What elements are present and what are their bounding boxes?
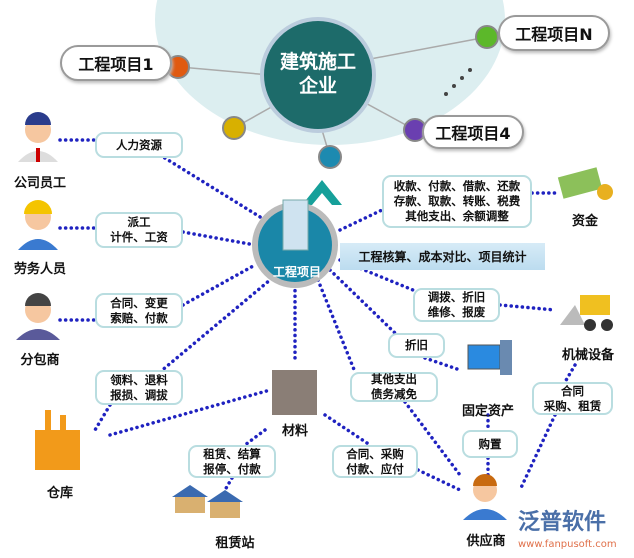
box-hr: 人力资源 (95, 132, 183, 158)
building-icon (282, 199, 309, 251)
node-labor: 劳务人员 (13, 262, 67, 277)
box-text: 购置 (478, 436, 502, 451)
project-n-pill[interactable]: 工程项目N (498, 15, 610, 51)
brand-url: www.fanpusoft.com (518, 539, 617, 550)
box-text: 折旧 (405, 338, 428, 352)
center-project-label: 工程项目 (272, 265, 322, 279)
excavator-icon (560, 295, 613, 331)
enterprise-label-line1: 建筑施工 (279, 51, 357, 73)
box-labor: 派工计件、工资 (95, 212, 183, 248)
box-rental: 租赁、结算报停、付款 (188, 445, 276, 478)
box-sub: 合同、变更索赔、付款 (95, 293, 183, 328)
box-depreciation: 折旧 (388, 333, 445, 358)
box-text: 存款、取款、转账、税费 (393, 194, 521, 208)
box-text: 派工 (127, 215, 151, 229)
node-staff: 公司员工 (13, 176, 67, 191)
supplier-icon (463, 474, 507, 520)
box-text: 人力资源 (116, 137, 162, 152)
node-material: 材料 (281, 424, 309, 439)
box-text: 合同 (561, 383, 584, 398)
node-fixed-asset: 固定资产 (461, 404, 515, 419)
material-image (272, 370, 317, 415)
box-text: 其他支出、余额调整 (405, 209, 509, 223)
box-text: 领料、退料 (110, 372, 168, 387)
rental-station-icon (172, 485, 243, 518)
subcontractor-icon (16, 293, 60, 340)
box-text: 索赔、付款 (110, 310, 168, 325)
box-supplier-machinery: 合同采购、租赁 (532, 382, 613, 415)
up-arrow-icon (302, 180, 342, 205)
node-fund: 资金 (571, 214, 599, 229)
summary-banner: 工程核算、成本对比、项目统计 (340, 243, 545, 270)
box-purchase: 购置 (462, 430, 518, 458)
box-text: 合同、变更 (110, 295, 168, 310)
box-text: 报损、调拔 (110, 387, 168, 402)
blue-ball (318, 145, 342, 169)
node-subcontractor: 分包商 (20, 353, 60, 368)
box-text: 付款、应付 (346, 461, 404, 476)
box-text: 调拨、折旧 (427, 290, 486, 304)
node-warehouse: 仓库 (46, 486, 74, 501)
enterprise-label: 建筑施工企业 (280, 50, 356, 98)
box-text: 收款、付款、借款、还款 (393, 179, 521, 193)
project-1-pill[interactable]: 工程项目1 (60, 45, 172, 81)
box-machinery: 调拨、折旧维修、报废 (413, 288, 500, 322)
box-text: 报停、付款 (203, 461, 261, 476)
worker-icon (18, 200, 58, 250)
enterprise-circle (260, 17, 376, 133)
node-rental: 租赁站 (215, 536, 255, 551)
brand-logo: 泛普软件 (518, 510, 607, 535)
enterprise-label-line2: 企业 (298, 75, 338, 97)
box-warehouse: 领料、退料报损、调拔 (95, 370, 183, 405)
box-other: 其他支出债务减免 (350, 372, 438, 402)
box-text: 合同、采购 (346, 446, 404, 461)
project-4-pill[interactable]: 工程项目4 (422, 115, 524, 149)
connector-lines (58, 138, 577, 492)
box-text: 其他支出 (371, 372, 417, 386)
box-text: 计件、工资 (110, 230, 168, 244)
box-text: 租赁、结算 (203, 446, 261, 461)
green-ball (475, 25, 499, 49)
box-text: 债务减免 (371, 387, 417, 401)
node-machinery: 机械设备 (561, 348, 615, 363)
node-supplier: 供应商 (466, 534, 506, 549)
money-icon (557, 167, 613, 200)
box-text: 采购、租赁 (543, 398, 602, 413)
computer-icon (467, 340, 512, 375)
box-text: 维修、报废 (427, 305, 486, 319)
staff-icon (18, 112, 58, 162)
box-fund: 收款、付款、借款、还款存款、取款、转账、税费其他支出、余额调整 (382, 175, 532, 228)
warehouse-icon (35, 410, 80, 470)
yellow-ball (222, 116, 246, 140)
box-material: 合同、采购付款、应付 (332, 445, 418, 478)
